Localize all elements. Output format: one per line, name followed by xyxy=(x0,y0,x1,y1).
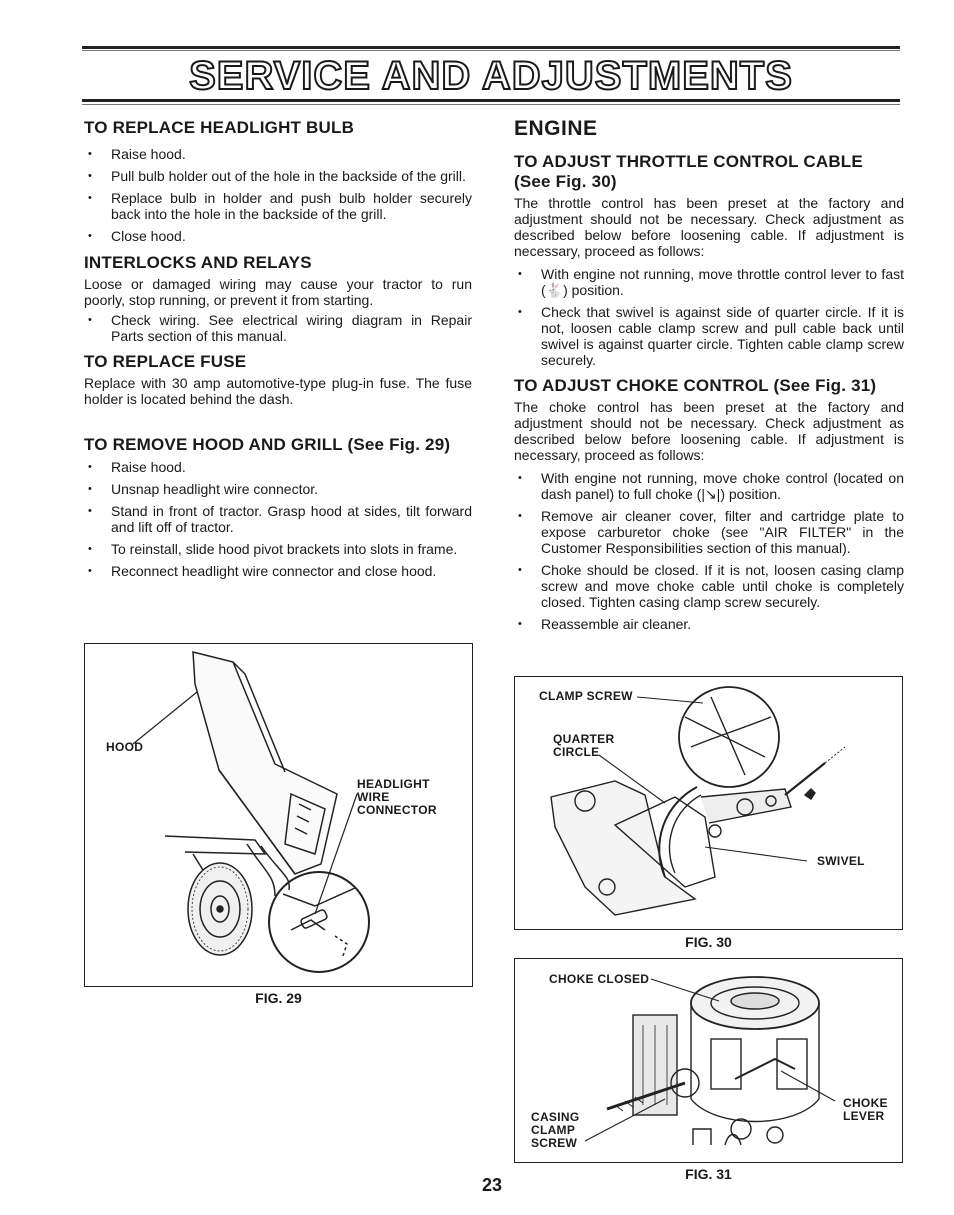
choke-paragraph: The choke control has been preset at the… xyxy=(514,399,904,463)
choke-illustration xyxy=(584,976,836,1146)
left-column: TO REPLACE HEADLIGHT BULB Raise hood. Pu… xyxy=(84,118,472,585)
list-item: Check wiring. See electrical wiring diag… xyxy=(84,312,472,344)
interlocks-section: INTERLOCKS AND RELAYS Loose or damaged w… xyxy=(84,253,472,344)
choke-steps: With engine not running, move choke cont… xyxy=(514,470,904,632)
figure-29: HOOD HEADLIGHT WIRE CONNECTOR xyxy=(84,643,473,987)
headlight-heading: TO REPLACE HEADLIGHT BULB xyxy=(84,118,355,137)
callout-line: LEVER xyxy=(843,1109,885,1123)
list-item: Raise hood. xyxy=(84,459,472,475)
list-item: Reconnect headlight wire connector and c… xyxy=(84,563,472,579)
interlocks-paragraph: Loose or damaged wiring may cause your t… xyxy=(84,276,472,308)
headlight-section: TO REPLACE HEADLIGHT BULB Raise hood. Pu… xyxy=(84,118,472,244)
headlight-wire-connector-callout: HEADLIGHT WIRE CONNECTOR xyxy=(357,778,437,817)
fuse-section: TO REPLACE FUSE Replace with 30 amp auto… xyxy=(84,352,472,407)
throttle-paragraph: The throttle control has been preset at … xyxy=(514,195,904,259)
callout-line: QUARTER xyxy=(553,732,615,746)
page-number: 23 xyxy=(482,1175,503,1195)
list-item: Pull bulb holder out of the hole in the … xyxy=(84,168,472,184)
interlocks-heading: INTERLOCKS AND RELAYS xyxy=(84,253,312,272)
list-item: To reinstall, slide hood pivot brackets … xyxy=(84,541,472,557)
header-rule-top-thin xyxy=(82,50,900,51)
throttle-heading: TO ADJUST THROTTLE CONTROL CABLE (See Fi… xyxy=(514,152,863,191)
swivel-callout: SWIVEL xyxy=(817,854,865,868)
list-item: Reassemble air cleaner. xyxy=(514,616,904,632)
header-rule-top xyxy=(82,46,900,49)
page-title: SERVICE AND ADJUSTMENTS xyxy=(188,53,793,99)
callout-line: SCREW xyxy=(531,1136,578,1150)
hood-section: TO REMOVE HOOD AND GRILL (See Fig. 29) R… xyxy=(84,435,472,579)
hood-illustration xyxy=(132,651,370,973)
figure-29-label: FIG. 29 xyxy=(255,990,302,1006)
list-item: Remove air cleaner cover, filter and car… xyxy=(514,508,904,556)
header-rule-bottom xyxy=(82,99,900,102)
list-item: With engine not running, move throttle c… xyxy=(514,266,904,298)
figure-31-label: FIG. 31 xyxy=(685,1166,732,1182)
fuse-paragraph: Replace with 30 amp automotive-type plug… xyxy=(84,375,472,407)
choke-heading: TO ADJUST CHOKE CONTROL (See Fig. 31) xyxy=(514,376,877,395)
choke-closed-callout: CHOKE CLOSED xyxy=(549,972,650,986)
list-item: Raise hood. xyxy=(84,146,472,162)
throttle-illustration xyxy=(550,686,846,916)
headlight-steps: Raise hood. Pull bulb holder out of the … xyxy=(84,146,472,244)
callout-line: CIRCLE xyxy=(553,745,600,759)
figure-30: CLAMP SCREW QUARTER CIRCLE SWIVEL xyxy=(514,676,903,930)
choke-section: TO ADJUST CHOKE CONTROL (See Fig. 31) Th… xyxy=(514,376,904,632)
fuse-heading: TO REPLACE FUSE xyxy=(84,352,247,371)
list-item: Check that swivel is against side of qua… xyxy=(514,304,904,368)
header-rule-bottom-thin xyxy=(82,104,900,105)
hood-callout: HOOD xyxy=(106,740,144,754)
list-item: Stand in front of tractor. Grasp hood at… xyxy=(84,503,472,535)
clamp-screw-callout: CLAMP SCREW xyxy=(539,689,633,703)
callout-line: CHOKE xyxy=(843,1096,888,1110)
throttle-section: TO ADJUST THROTTLE CONTROL CABLE (See Fi… xyxy=(514,152,904,368)
list-item: Unsnap headlight wire connector. xyxy=(84,481,472,497)
callout-line: CLAMP xyxy=(531,1123,576,1137)
right-column: ENGINE TO ADJUST THROTTLE CONTROL CABLE … xyxy=(514,118,904,638)
hood-heading: TO REMOVE HOOD AND GRILL (See Fig. 29) xyxy=(84,435,451,454)
list-item: With engine not running, move choke cont… xyxy=(514,470,904,502)
callout-line: CASING xyxy=(531,1110,580,1124)
callout-line: WIRE xyxy=(357,790,390,804)
list-item: Choke should be closed. If it is not, lo… xyxy=(514,562,904,610)
hood-steps: Raise hood. Unsnap headlight wire connec… xyxy=(84,459,472,579)
interlocks-steps: Check wiring. See electrical wiring diag… xyxy=(84,312,472,344)
quarter-circle-callout: QUARTER CIRCLE xyxy=(553,733,614,759)
figure-30-label: FIG. 30 xyxy=(685,934,732,950)
engine-heading: ENGINE xyxy=(514,117,598,140)
callout-line: HEADLIGHT xyxy=(357,777,430,791)
throttle-steps: With engine not running, move throttle c… xyxy=(514,266,904,368)
list-item: Close hood. xyxy=(84,228,472,244)
callout-line: CONNECTOR xyxy=(357,803,437,817)
choke-lever-callout: CHOKE LEVER xyxy=(843,1097,888,1123)
figure-31: CHOKE CLOSED CASING CLAMP SCREW CHOKE LE… xyxy=(514,958,903,1163)
list-item: Replace bulb in holder and push bulb hol… xyxy=(84,190,472,222)
casing-clamp-screw-callout: CASING CLAMP SCREW xyxy=(531,1111,579,1150)
